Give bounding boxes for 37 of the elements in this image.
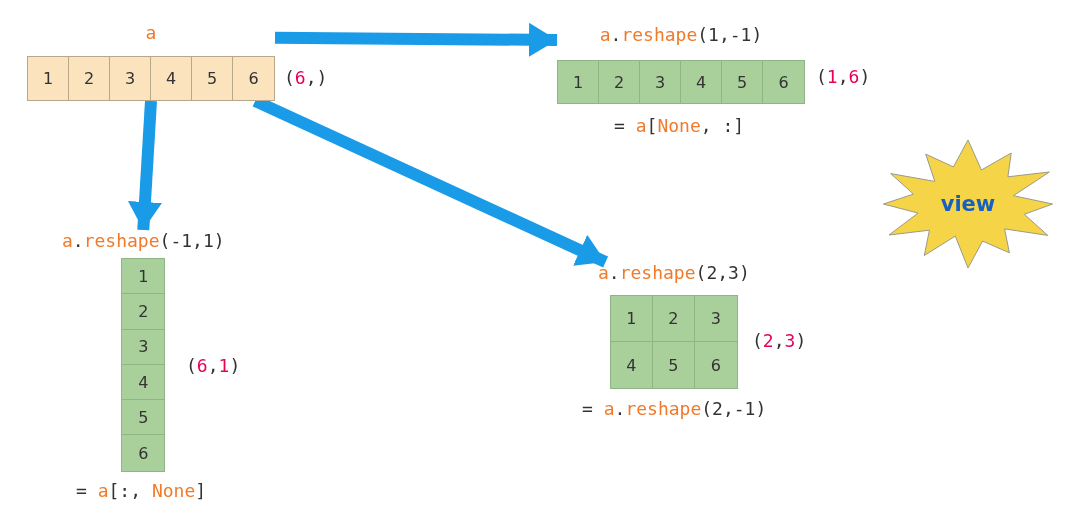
array-cell: 1 xyxy=(28,57,69,100)
array-cell: 6 xyxy=(694,342,737,388)
equivalent-expression: = a.reshape(2,-1) xyxy=(582,398,767,420)
code-label: a.reshape(2,3) xyxy=(598,262,750,284)
array-cell: 4 xyxy=(681,61,722,103)
array-cell: 3 xyxy=(640,61,681,103)
array-cell: 4 xyxy=(122,364,165,401)
equivalent-expression: = a[None, :] xyxy=(614,115,745,137)
array-cell: 3 xyxy=(110,57,151,100)
code-label: a.reshape(-1,1) xyxy=(62,230,225,252)
equivalent-expression: = a[:, None] xyxy=(76,480,207,502)
array-cell: 6 xyxy=(763,61,804,103)
array-cell: 1 xyxy=(122,259,165,295)
array-cell: 1 xyxy=(558,61,599,103)
array-cell: 5 xyxy=(122,400,165,436)
shape-label: (6,1) xyxy=(186,355,241,377)
code-label: a.reshape(1,-1) xyxy=(599,24,763,46)
array-cell: 2 xyxy=(599,61,640,103)
array-cell: 2 xyxy=(122,294,165,330)
array-cell: 6 xyxy=(122,435,165,471)
array-cell: 6 xyxy=(233,57,274,100)
arrow xyxy=(128,100,162,231)
array-cell: 1 xyxy=(610,296,653,342)
array-cell: 3 xyxy=(122,329,165,365)
shape-label: (2,3) xyxy=(752,330,807,352)
array-cell: 5 xyxy=(652,342,695,388)
arrow xyxy=(274,22,558,57)
array-cell: 3 xyxy=(694,296,737,342)
shape-label: (6,) xyxy=(284,67,328,89)
array-cell: 4 xyxy=(610,342,653,388)
array-cell: 2 xyxy=(652,296,695,342)
array-cell: 5 xyxy=(722,61,763,103)
code-label: a xyxy=(145,22,157,44)
array-cell: 5 xyxy=(192,57,233,100)
shape-label: (1,6) xyxy=(816,66,871,88)
array-cell: 2 xyxy=(69,57,110,100)
array-cell: 4 xyxy=(151,57,192,100)
